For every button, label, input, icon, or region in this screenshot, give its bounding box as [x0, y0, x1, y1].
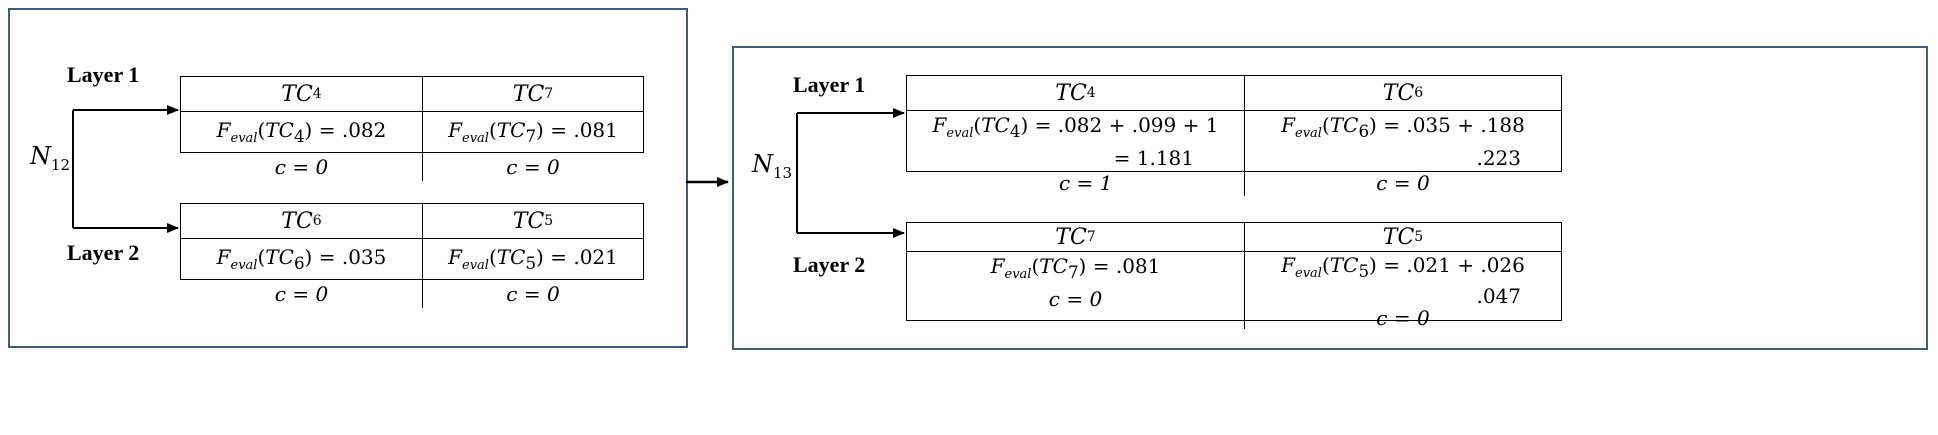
count-line: c = 0 — [274, 155, 329, 179]
eval-line: Feval(TC5) = .021 — [448, 245, 618, 273]
left-layer2-label: Layer 2 — [67, 240, 140, 265]
eval-continuation: = 1.181 — [1113, 146, 1194, 170]
right-panel — [732, 46, 1928, 350]
eval-line: Feval(TC5) = .021 + .026 — [1281, 253, 1525, 281]
right-layer1-label: Layer 1 — [793, 72, 866, 97]
eval-line: Feval(TC6) = .035 — [216, 245, 387, 273]
left-layer1-label: Layer 1 — [67, 62, 140, 87]
count-line: c = 0 — [1376, 171, 1430, 195]
eval-line: Feval(TC6) = .035 + .188 — [1281, 113, 1525, 141]
count-line: c = 0 — [506, 155, 560, 179]
eval-line: Feval(TC4) = .082 + .099 + 1 — [932, 113, 1219, 141]
left-node-label: N12 — [30, 142, 71, 174]
right-layer2-label: Layer 2 — [793, 252, 866, 277]
eval-line: Feval(TC4) = .082 — [216, 118, 387, 146]
count-line: c = 0 — [506, 282, 560, 306]
left-panel — [8, 8, 688, 348]
count-line: c = 1 — [1059, 171, 1113, 195]
count-line: c = 0 — [274, 282, 329, 306]
count-line: c = 0 — [1376, 306, 1430, 330]
count-line: c = 0 — [1048, 287, 1103, 311]
eval-line: Feval(TC7) = .081 — [448, 118, 618, 146]
eval-continuation: .047 — [1476, 284, 1521, 308]
eval-line: Feval(TC7) = .081 — [990, 254, 1161, 282]
right-node-label: N13 — [752, 150, 793, 182]
eval-continuation: .223 — [1476, 146, 1521, 170]
